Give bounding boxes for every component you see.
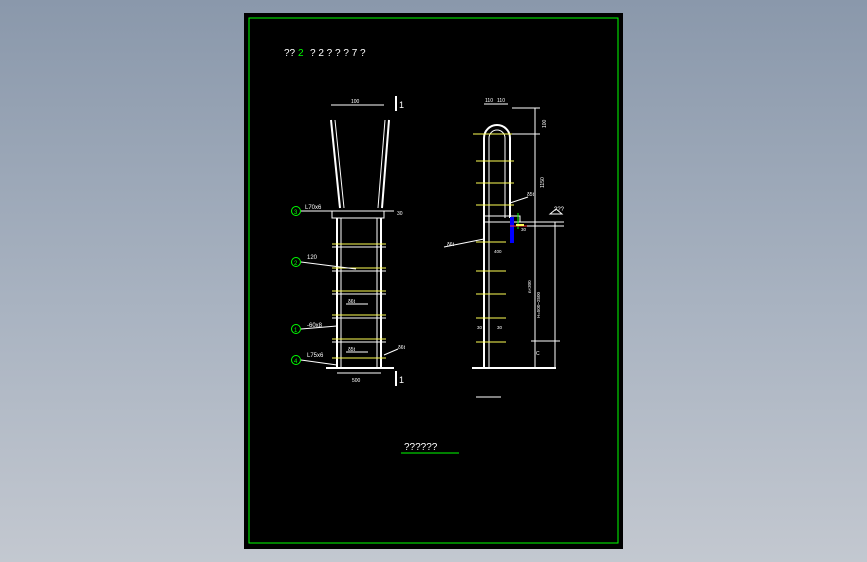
left-handrail: [330, 119, 341, 209]
section-dim-400: 400: [494, 249, 502, 254]
callout-1-leader: [300, 325, 338, 330]
callout-3: 3 L70x6: [291, 205, 334, 216]
callout-3-num: 3: [294, 210, 298, 216]
cut-mark-bottom-label: 1: [399, 375, 404, 385]
section-vert-dim-2: 1150: [540, 177, 546, 188]
callout-2: 2 120: [291, 255, 357, 270]
front-weld-c-leader: [383, 348, 399, 356]
top-width-dim: 100: [351, 99, 360, 105]
section-dim-long: H=500~2500: [536, 291, 541, 318]
right-handrail: [381, 119, 390, 209]
section-top-dim-1: 110: [485, 98, 493, 104]
right-handrail-inner: [377, 119, 386, 209]
callout-4-circle: [291, 355, 301, 365]
callout-2-label: 120: [307, 255, 318, 261]
level-label: ???: [554, 207, 565, 213]
level-symbol: [548, 208, 564, 215]
front-small-dim: 30: [397, 211, 403, 217]
callout-1-circle: [291, 324, 301, 334]
blue-accent: [510, 217, 514, 243]
front-weld-a: δ6t: [348, 299, 356, 305]
section-dim-30a: 30: [521, 227, 527, 232]
cad-drawing: ?? 2 ? 2 ? ? ? 7 ? 100 1 30: [248, 17, 619, 544]
cut-mark-top-label: 1: [399, 100, 404, 110]
section-platform-bar: [483, 215, 521, 223]
section-weld-b-leader: [443, 238, 485, 248]
callout-1: 1 -60x8: [291, 323, 338, 334]
bottom-caption: ??????: [404, 442, 438, 453]
section-weld-a: δ5t: [527, 192, 535, 198]
section-dim-30b: 30: [477, 325, 483, 330]
callout-3-label: L70x6: [305, 205, 322, 211]
section-dim-mid: n×300: [527, 280, 532, 293]
section-vert-dim-1: 100: [542, 119, 548, 128]
section-top-dim-2: 110: [497, 98, 505, 104]
drawing-title-number: 2: [298, 48, 304, 59]
callout-2-num: 2: [294, 261, 298, 267]
left-handrail-inner: [334, 119, 345, 209]
callout-4-leader: [300, 359, 338, 366]
callout-2-leader: [300, 261, 357, 270]
drawing-title-prefix: ??: [284, 48, 296, 59]
drawing-title-suffix: ? 2 ? ? ? 7 ?: [310, 48, 366, 59]
callout-1-num: 1: [294, 328, 298, 334]
callout-4-num: 4: [294, 359, 298, 365]
callout-4: 4 L75x6: [291, 353, 338, 366]
sheet-frame: [248, 17, 619, 544]
front-view: 100 1 30 500 1: [291, 96, 406, 386]
drawing-sheet: ?? 2 ? 2 ? ? ? 7 ? 100 1 30: [244, 13, 623, 549]
bottom-width-dim: 500: [352, 378, 361, 384]
section-weld-a-leader: [509, 196, 529, 204]
section-view: 110 110: [443, 98, 565, 398]
front-weld-c: δ6t: [398, 345, 406, 351]
callout-4-label: L75x6: [307, 353, 324, 359]
section-dim-30c: 30: [497, 325, 503, 330]
top-angle-bar: [331, 210, 385, 219]
callout-1-label: -60x8: [307, 323, 323, 329]
handrail-hoop-outer: [483, 124, 511, 139]
section-dim-c: C: [536, 351, 540, 357]
handrail-hoop-inner: [488, 129, 506, 139]
front-weld-b: δ5t: [348, 347, 356, 353]
callout-3-circle: [291, 206, 301, 216]
section-weld-b: δ6t: [447, 242, 455, 248]
callout-2-circle: [291, 257, 301, 267]
